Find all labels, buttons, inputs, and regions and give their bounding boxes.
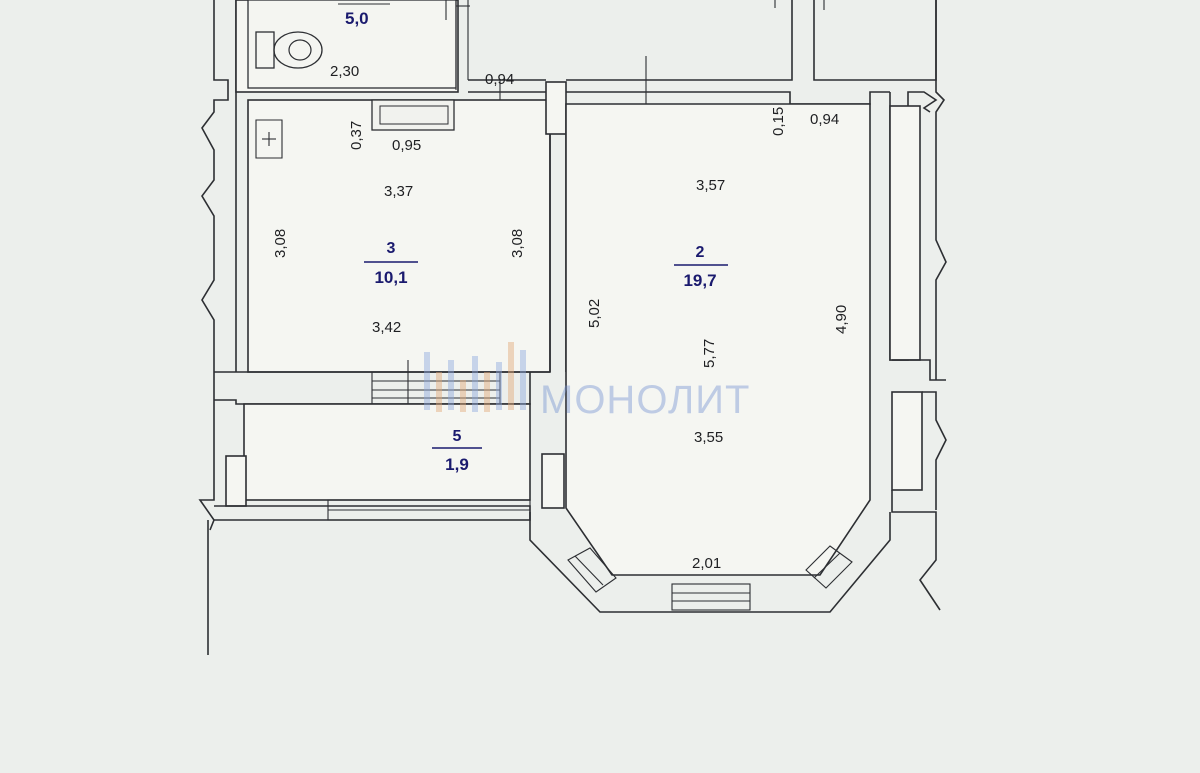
bathroom-room bbox=[247, 0, 457, 89]
column-top bbox=[545, 81, 567, 135]
right-lower-edge bbox=[891, 490, 941, 611]
bay-window-right bbox=[805, 545, 853, 589]
room5-bottom-wall bbox=[214, 505, 531, 521]
room-top-left-area: 5,0 bbox=[345, 9, 369, 28]
right-lower-outer bbox=[922, 391, 947, 510]
top-mid-room-wall bbox=[566, 0, 793, 81]
monolit-watermark: МОНОЛИТ bbox=[424, 342, 750, 422]
toilet-icon bbox=[255, 31, 323, 69]
dim-4-90: 4,90 bbox=[833, 305, 850, 334]
room-5 bbox=[243, 403, 531, 501]
top-right-room-wall bbox=[813, 0, 937, 81]
column-room5 bbox=[225, 455, 247, 507]
room-5-number: 5 bbox=[453, 428, 462, 445]
room2-top-wall bbox=[566, 91, 890, 105]
room-5-area: 1,9 bbox=[445, 455, 469, 474]
room-2-number: 2 bbox=[696, 244, 705, 261]
room-3-area: 10,1 bbox=[374, 268, 407, 287]
room5-window bbox=[327, 499, 531, 521]
dim-3-55: 3,55 bbox=[694, 429, 723, 446]
dim-5-77: 5,77 bbox=[701, 339, 718, 368]
dim-3-42: 3,42 bbox=[372, 319, 401, 336]
dim-0-15: 0,15 bbox=[770, 107, 787, 136]
dim-3-08-left: 3,08 bbox=[272, 229, 289, 258]
column-left-lower bbox=[541, 453, 565, 509]
electrical-panel-icon bbox=[255, 119, 283, 159]
dim-0-94-top: 0,94 bbox=[485, 71, 514, 88]
dim-0-95: 0,95 bbox=[392, 137, 421, 154]
room-3 bbox=[247, 99, 551, 373]
room-2-area: 19,7 bbox=[683, 271, 716, 290]
dim-0-37: 0,37 bbox=[348, 121, 365, 150]
dim-3-37: 3,37 bbox=[384, 183, 413, 200]
dim-5-02: 5,02 bbox=[586, 299, 603, 328]
dim-2-01: 2,01 bbox=[692, 555, 721, 572]
room-3-number: 3 bbox=[387, 240, 396, 257]
dim-3-08-right: 3,08 bbox=[509, 229, 526, 258]
dim-2-30: 2,30 bbox=[330, 63, 359, 80]
room5-top-wall bbox=[214, 372, 531, 405]
niche-095 bbox=[371, 99, 455, 131]
watermark-text: МОНОЛИТ bbox=[540, 378, 750, 422]
room5-left-outer bbox=[198, 400, 215, 531]
bay-window-center bbox=[671, 583, 751, 611]
dim-0-94-right: 0,94 bbox=[810, 111, 839, 128]
bay-window-left bbox=[567, 547, 617, 593]
right-lower-column bbox=[891, 391, 923, 491]
dim-3-57: 3,57 bbox=[696, 177, 725, 194]
right-wall-step bbox=[892, 359, 946, 381]
room-2 bbox=[565, 103, 871, 576]
bay-outer-wall bbox=[529, 512, 891, 613]
right-wall-column bbox=[889, 105, 921, 361]
niche-inner bbox=[379, 105, 449, 125]
watermark-logo-icon bbox=[424, 342, 526, 412]
left-outer-wall bbox=[201, 0, 229, 400]
